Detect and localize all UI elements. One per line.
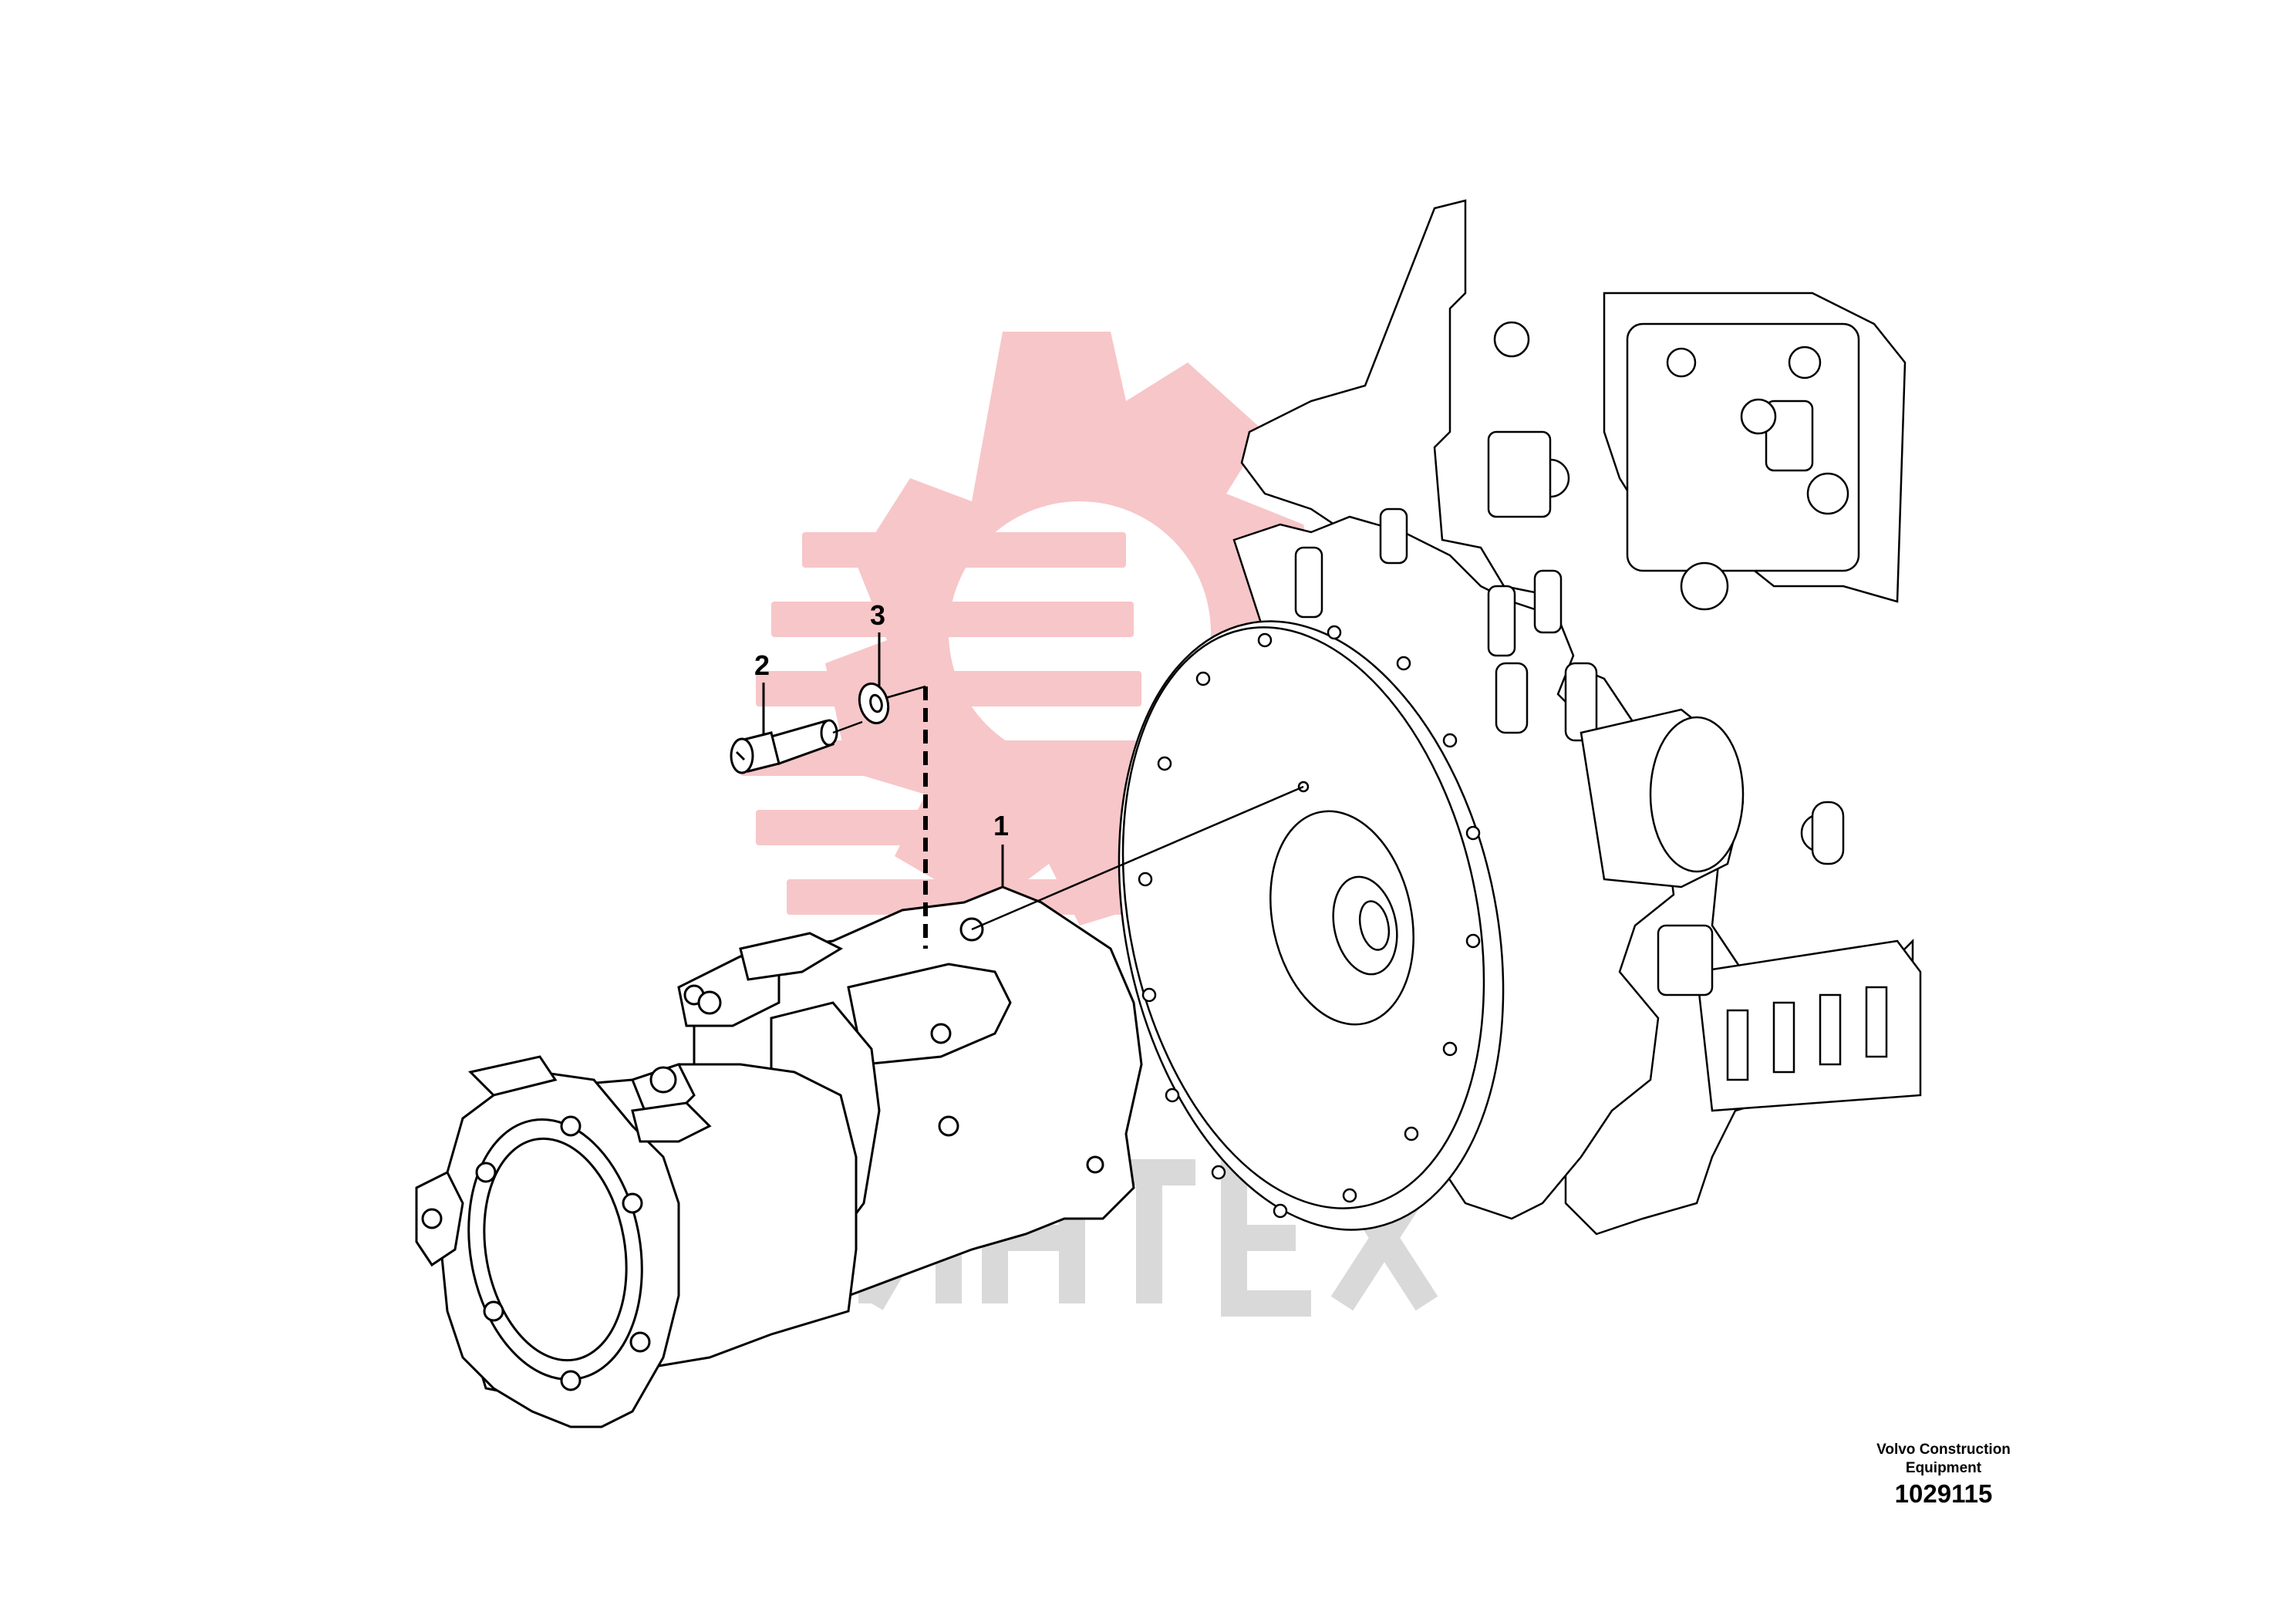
callout-3: 3 (870, 599, 886, 631)
screw-part (730, 719, 838, 774)
callout-leaders (762, 632, 1004, 887)
company-name: Volvo Construction Equipment (1836, 1441, 2052, 1478)
callout-2: 2 (754, 649, 770, 681)
drawing-number: 1029115 (1894, 1479, 1993, 1508)
company-line-1: Volvo Construction (1876, 1442, 2011, 1458)
hydraulic-pump (415, 885, 1143, 1428)
assembly-lines (832, 685, 1304, 949)
company-line-2: Equipment (1905, 1460, 1982, 1476)
washer-part (858, 682, 890, 725)
callout-1: 1 (993, 810, 1010, 841)
flywheel (1118, 620, 1505, 1231)
